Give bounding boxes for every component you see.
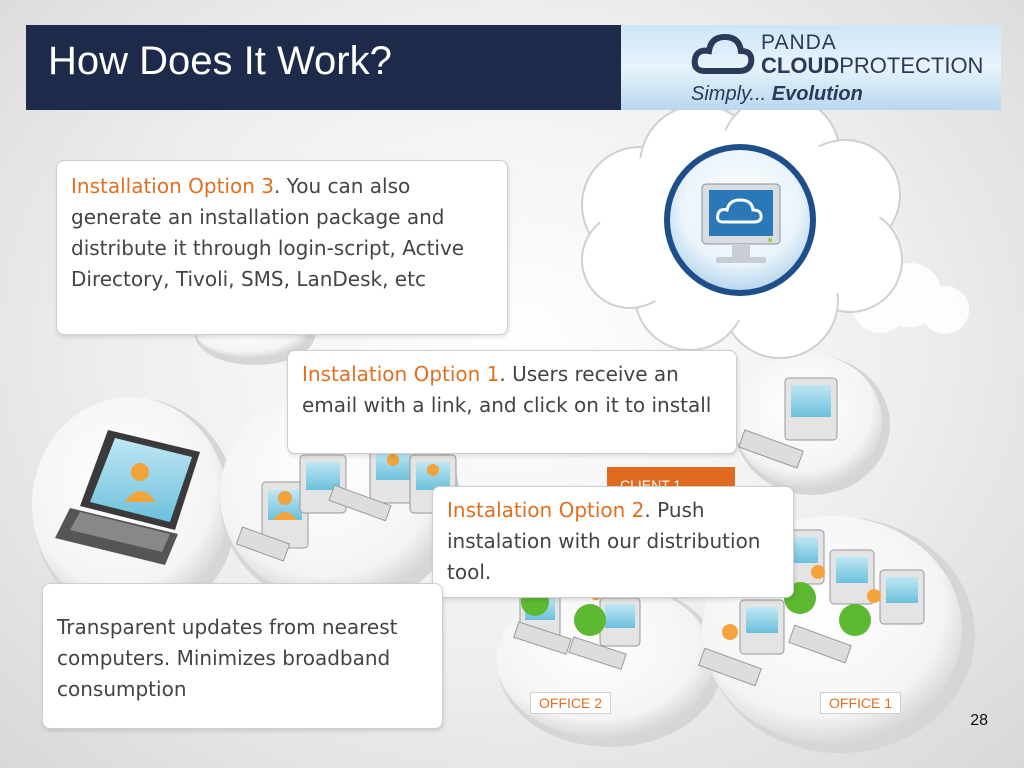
callout-updates-text: Transparent updates from nearest compute…: [57, 615, 398, 701]
diagram-scene: CLIENT 1 Installation Option 3. You can …: [0, 110, 1024, 768]
client-tag-background: [607, 467, 735, 489]
cloud-service-icon: [581, 110, 903, 359]
brand-line1: PANDA: [761, 31, 837, 54]
cloud-logo-icon: [691, 33, 755, 74]
brand-banner: PANDA CLOUDPROTECTION Simply... Evolutio…: [621, 25, 1001, 110]
right-client-computer-icon: [738, 377, 838, 469]
callout-option1-highlight: Instalation Option 1: [302, 362, 500, 386]
callout-option2-highlight: Instalation Option 2: [447, 498, 645, 522]
callout-installation-option-2: Instalation Option 2. Push instalation w…: [432, 486, 794, 598]
laptop-icon: [55, 430, 200, 565]
brand-tagline: Simply... Evolution: [691, 83, 863, 105]
callout-installation-option-3: Installation Option 3. You can also gene…: [56, 160, 508, 335]
callout-option3-highlight: Installation Option 3: [71, 174, 274, 198]
slide-header: How Does It Work? PANDA CLOUDPROTECTION …: [26, 25, 1001, 110]
callout-installation-option-1: Instalation Option 1. Users receive an e…: [287, 350, 737, 454]
office2-label: OFFICE 2: [530, 692, 612, 714]
page-number: 28: [970, 712, 988, 729]
callout-option2-text: . Push instalation with our distribution…: [447, 498, 761, 584]
slide-title: How Does It Work?: [48, 39, 392, 83]
callout-option1-text: . Users receive an email with a link, an…: [302, 362, 712, 417]
client-label: CLIENT 1: [620, 477, 682, 487]
office2-computers-icon: [513, 588, 641, 670]
brand-line2: CLOUDPROTECTION: [761, 53, 984, 78]
callout-option3-text: . You can also generate an installation …: [71, 174, 465, 291]
callout-transparent-updates: Transparent updates from nearest compute…: [42, 583, 443, 729]
office1-label: OFFICE 1: [820, 692, 902, 714]
